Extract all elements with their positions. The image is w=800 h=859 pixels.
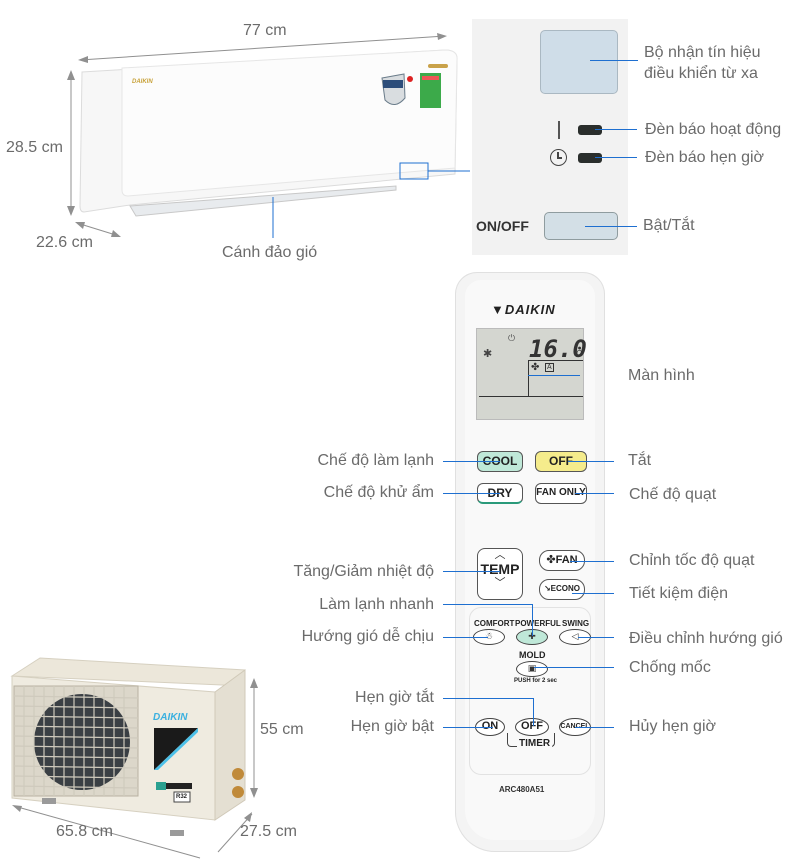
outdoor-height-label: 55 cm [260,721,304,738]
mold-button[interactable]: ▣ [516,661,548,677]
indoor-height-label: 28.5 cm [6,139,63,156]
powerful-icon: ✚ [528,631,536,641]
dry-button[interactable]: DRY [477,483,523,504]
remote-model: ARC480A51 [499,785,545,794]
timer-lamp [578,153,602,163]
indoor-width-label: 77 cm [243,22,287,39]
onoff-label: ON/OFF [476,218,529,234]
fan-only-button[interactable]: FAN ONLY [535,483,587,504]
lcd-unit: °C [573,349,582,358]
comfort-person-icon: ☃ [484,631,494,641]
callout-comfort: Hướng gió dễ chịu [301,628,434,645]
indoor-control-panel: ON/OFF [472,19,628,255]
callout-line-off [568,461,614,462]
callout-off: Tắt [628,452,652,469]
callout-line-cancel [575,727,614,728]
callout-line-mold [534,667,614,668]
lcd-fan-icon: ✤ [531,362,540,373]
callout-fan: Chỉnh tốc độ quạt [629,552,755,569]
callout-dry: Chế độ khử ẩm [323,484,434,501]
timer-clock-icon [550,149,567,166]
temp-down-icon[interactable]: ﹀ [494,577,506,589]
indoor-depth-label: 22.6 cm [36,234,93,251]
indoor-dimension-arrows [67,33,470,238]
remote-lcd-display: ⏻ ✱ 16.0 °C ✤ A [476,328,587,420]
off-button[interactable]: OFF [535,451,587,472]
temp-up-icon[interactable]: ︿ [494,549,506,561]
econo-button[interactable]: ↘ECONO [539,579,585,600]
callout-line-comfort [443,637,488,638]
lower-button-group [469,607,591,775]
callout-timer-on: Hẹn giờ bật [350,718,434,735]
callout-timer-off: Hẹn giờ tắt [355,689,434,706]
callout-power: Bật/Tắt [643,217,695,234]
swing-icon: ◁ [571,631,579,641]
indoor-daikin-logo: DAIKIN [132,79,153,85]
lcd-snowflake-icon: ✱ [483,348,493,360]
callout-line-timer-off-h [443,698,533,699]
lcd-fan-mode: A [545,363,554,372]
lcd-power-icon: ⏻ [508,333,516,343]
callout-fan-only: Chế độ quạt [629,486,717,503]
callout-line-display [528,375,580,376]
callout-line-timer-on [443,727,493,728]
powerful-label: POWERFUL [515,619,561,628]
callout-cancel: Hủy hẹn giờ [629,718,716,735]
callout-line-fan [570,561,614,562]
callout-receiver-line1: Bộ nhận tín hiệu [644,44,761,61]
callout-line-timer-lamp [595,157,637,158]
fan-button[interactable]: ✤FAN [539,550,585,571]
callout-powerful: Làm lạnh nhanh [319,596,434,613]
callout-line-receiver [590,60,638,61]
callout-line-cool [443,461,500,462]
callout-line-operation [595,129,637,130]
callout-line-power [585,226,637,227]
comfort-label: COMFORT [474,619,515,628]
callout-operation-lamp: Đèn báo hoạt động [645,121,782,138]
swing-label: SWING [562,619,590,628]
mold-label: MOLD [519,650,546,660]
timer-label: TIMER [517,738,553,749]
outdoor-daikin-logo: DAIKIN [153,712,188,723]
callout-timer-lamp: Đèn báo hẹn giờ [645,149,765,166]
fan-icon: ✤ [546,554,556,566]
callout-line-temp [443,571,500,572]
outdoor-width-label: 65.8 cm [56,823,113,840]
lcd-temperature: 16.0 [529,335,587,363]
callout-line-powerful-v [532,604,533,636]
refrigerant-label: R32 [176,794,188,800]
callout-display: Màn hình [628,367,695,384]
mold-hint: PUSH for 2 sec [514,678,558,684]
remote-control: ▼DAIKIN ⏻ ✱ 16.0 °C ✤ A COOL OFF DRY FAN… [455,272,605,852]
callout-temp: Tăng/Giảm nhiệt độ [293,563,434,580]
timer-off-button[interactable]: OFF [515,718,549,736]
econo-icon: ↘ [543,584,551,593]
outdoor-depth-label: 27.5 cm [240,823,297,840]
callout-line-fan-only [575,493,614,494]
callout-line-dry [443,493,500,494]
remote-daikin-logo: ▼DAIKIN [491,302,556,317]
callout-swing: Điều chỉnh hướng gió [629,630,783,647]
callout-line-powerful-h [443,604,532,605]
temp-button[interactable]: ︿ TEMP ﹀ [477,548,523,600]
callout-line-timer-off-v [533,698,534,726]
outdoor-unit-figure [10,657,258,859]
operation-lamp [578,125,602,135]
callout-cool: Chế độ làm lạnh [317,452,434,469]
callout-mold: Chống mốc [629,659,711,676]
remote-signal-receiver [540,30,618,94]
callout-receiver-line2: điều khiển từ xa [644,65,758,82]
operation-icon [558,121,560,139]
callout-line-econo [572,593,614,594]
callout-econo: Tiết kiệm điện [629,585,728,602]
temp-label: TEMP [480,561,520,577]
swing-button[interactable]: ◁ [559,629,591,645]
mold-icon: ▣ [527,663,537,673]
callout-line-swing [578,637,614,638]
callout-louver: Cánh đảo gió [222,244,318,261]
